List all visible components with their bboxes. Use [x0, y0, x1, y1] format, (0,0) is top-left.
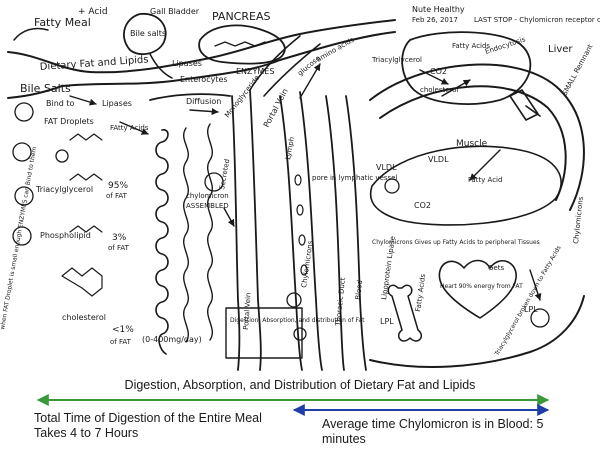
- label-muscle: Muscle: [456, 139, 488, 149]
- label-phospholipid: Phospholipid: [40, 231, 91, 240]
- label-pct-3: 3%: [112, 233, 127, 243]
- label-enterocytes: Enterocytes: [180, 75, 228, 84]
- label-cholesterol-left: cholesterol: [62, 313, 106, 322]
- label-blood: Blood: [354, 280, 364, 300]
- diagram-labels: Fatty Meal + Acid Dietary Fat and Lipids…: [0, 5, 600, 358]
- label-gives-up: Chylomicrons Gives up Fatty Acids to per…: [372, 239, 540, 246]
- label-diffusion: Diffusion: [186, 97, 221, 106]
- label-bind-to: Bind to: [46, 99, 75, 108]
- label-endocytosis: Endocytosis: [484, 35, 527, 56]
- label-fatty-acid-muscle: Fatty Acid: [468, 176, 502, 184]
- chylomicron-time-note: Average time Chylomicron is in Blood: 5 …: [322, 417, 544, 446]
- label-triacylglycerol-liver: Triacylglycerol: [371, 56, 422, 64]
- label-bile-salts-small: Bile salts: [130, 29, 166, 38]
- label-vldl-mid: VLDL: [376, 163, 397, 172]
- label-assembled: ASSEMBLED: [186, 202, 229, 210]
- label-fatty-acids-lower: Fatty Acids: [414, 273, 427, 312]
- label-of-fat-1: of FAT: [110, 338, 132, 346]
- label-chylomicron: chylomicron: [186, 192, 229, 200]
- label-fatty-meal: Fatty Meal: [34, 16, 91, 29]
- label-last-stop: LAST STOP - Chylomicron receptor on Live…: [474, 16, 600, 24]
- label-of-fat-3: of FAT: [108, 244, 130, 252]
- label-cholesterol-liver: cholesterol: [420, 86, 459, 94]
- label-bile-salts-big: Bile Salts: [20, 82, 71, 95]
- label-glucose: glucose: [296, 54, 322, 77]
- label-portal-vein-mid: Portal Vein: [242, 292, 253, 330]
- label-when-fat: when FAT Droplet is small enough ENZYMES…: [0, 146, 38, 330]
- label-fatty-acids-mid: FAtty Acids: [110, 124, 149, 132]
- label-co2-liver: CO2: [430, 67, 447, 76]
- label-fat-droplets: FAT Droplets: [44, 117, 94, 126]
- label-nutehealthy: Nute Healthy: [412, 5, 465, 14]
- total-time-note: Total Time of Digestion of the Entire Me…: [34, 411, 262, 440]
- label-enzymes-top: ENZYMES: [236, 67, 274, 76]
- label-of-fat-95: of FAT: [106, 192, 128, 200]
- label-gets: Gets: [488, 264, 504, 272]
- label-liver: Liver: [548, 44, 573, 55]
- label-fatty-acids-liver: Fatty Acids: [452, 42, 490, 50]
- label-acid-top: + Acid: [78, 7, 108, 17]
- label-heart: Heart 90% energy from FAT: [440, 283, 523, 290]
- label-lymph: Lymph: [284, 136, 296, 160]
- label-lpl1: LPL: [380, 317, 394, 326]
- label-vldl-right: VLDL: [428, 155, 449, 164]
- label-dose: (0-400mg/day): [142, 335, 202, 344]
- label-secreted: Secreted: [218, 158, 231, 190]
- label-lipases-left: Lipases: [102, 99, 132, 108]
- label-pct-95: 95%: [108, 181, 128, 191]
- label-pore: pore in lymphatic vessel: [312, 174, 397, 182]
- label-pancreas: PANCREAS: [212, 10, 270, 23]
- label-pct-1: <1%: [112, 325, 134, 335]
- label-gall-bladder: Gall Bladder: [150, 7, 200, 16]
- label-lipases-top: Lipases: [172, 59, 202, 68]
- label-triacylglycerol-left: Triacylglycerol: [35, 185, 93, 194]
- label-chylomicrons-v: Chylomicrons: [300, 240, 315, 288]
- label-digestion-box: Digestion, Absorption, and distribution …: [230, 317, 365, 324]
- label-lpl2: LPL: [524, 305, 538, 314]
- label-co2-muscle: CO2: [414, 201, 431, 210]
- line-art: [7, 13, 585, 371]
- label-date: Feb 26, 2017: [412, 16, 458, 24]
- figure-caption: Digestion, Absorption, and Distribution …: [124, 378, 476, 392]
